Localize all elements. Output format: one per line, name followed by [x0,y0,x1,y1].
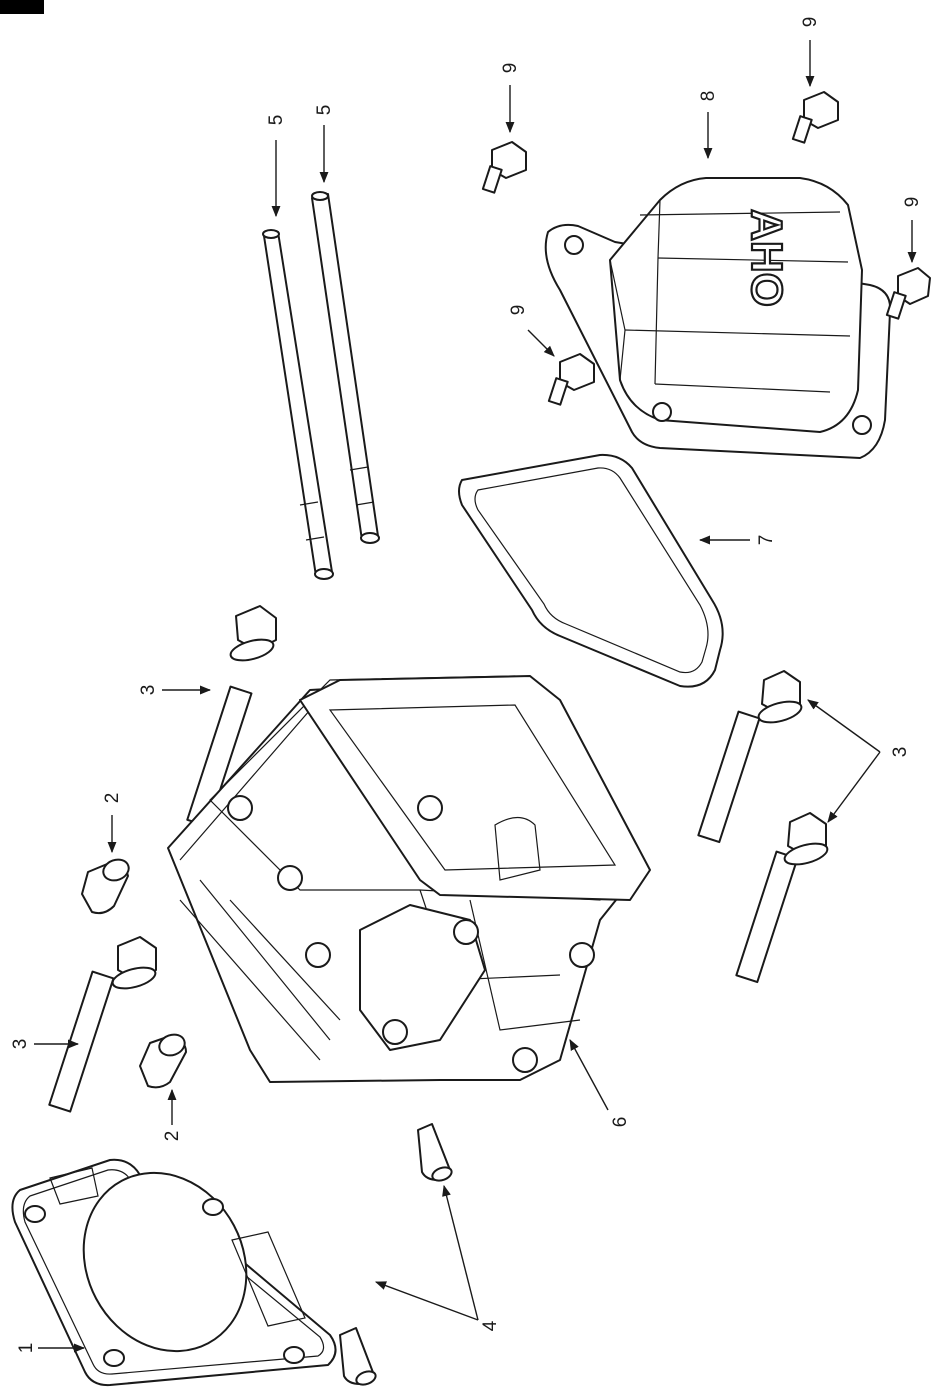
callout-9-left: 9 [508,305,529,316]
callout-6: 6 [610,1117,631,1128]
callout-2-upper: 2 [102,793,123,804]
cover-bolt-top-left [481,141,527,194]
sleeve-pin-right [417,1123,453,1182]
callout-3-upper-left: 3 [138,685,159,696]
callout-9-top-right: 9 [800,17,821,28]
head-bolt-right-lower [735,812,829,984]
dowel-pin-lower [139,1033,187,1089]
valve-cover [544,177,892,459]
corner-tab [0,0,44,14]
leader-lines [34,40,917,1353]
push-rod-right [311,191,380,544]
callout-4: 4 [480,1320,501,1331]
callout-5-left: 5 [266,115,287,126]
callout-3-right: 3 [890,747,911,758]
push-rod-left [262,229,334,580]
callout-9-right: 9 [902,197,923,208]
sleeve-pin-left [339,1327,377,1386]
cylinder-head [167,675,651,1083]
callout-8: 8 [698,91,719,102]
head-gasket [11,1158,337,1387]
head-bolt-right-upper [697,670,803,844]
callout-9-top-left: 9 [500,63,521,74]
cover-bolt-left [547,353,595,406]
valve-cover-gasket [458,453,724,688]
callout-5-right: 5 [314,105,335,116]
callout-1: 1 [16,1343,37,1354]
dowel-pin-upper [81,858,130,915]
cover-bolt-top-right [791,91,839,144]
head-bolt-lower-left [48,936,157,1113]
callout-2-lower: 2 [162,1131,183,1142]
callout-7: 7 [756,535,777,546]
callout-3-lower-left: 3 [10,1039,31,1050]
cover-bolt-right [885,267,931,320]
valve-cover-logo: AHO [742,209,791,307]
